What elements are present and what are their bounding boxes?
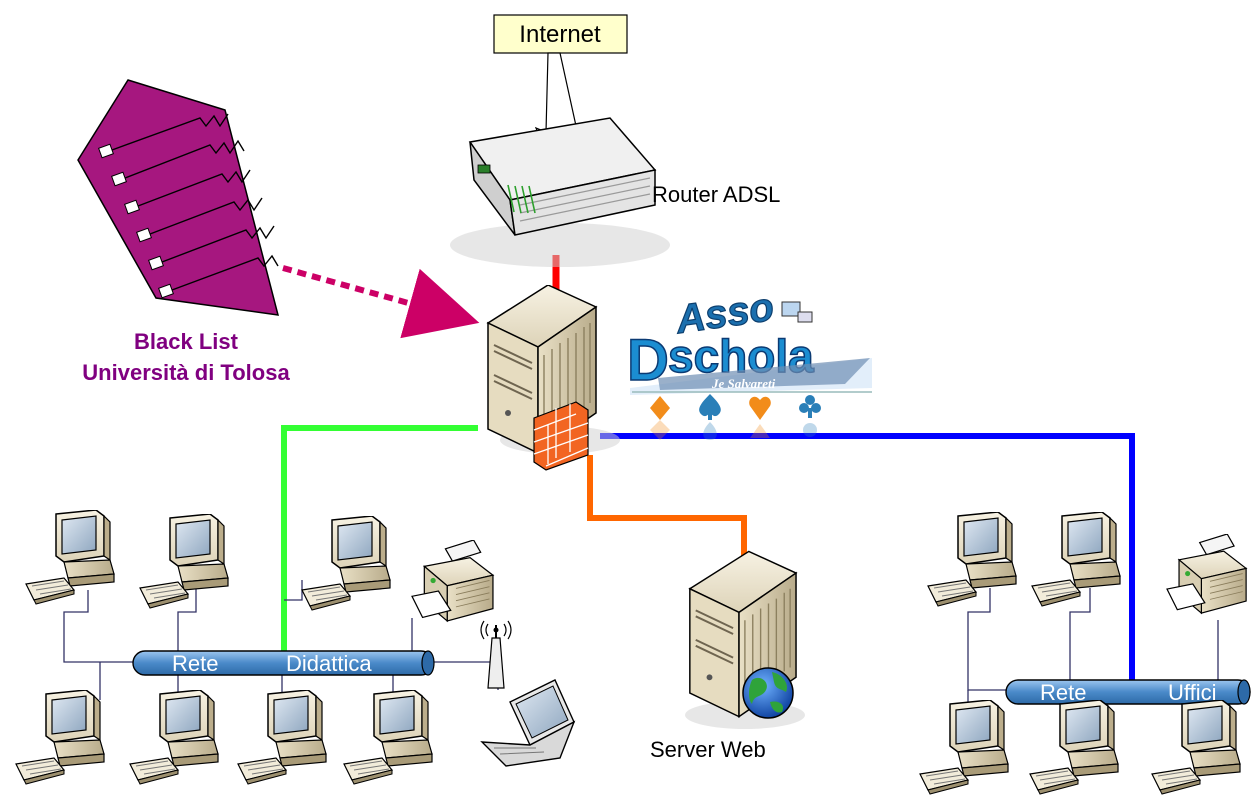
internet-callout: Internet [493, 14, 628, 191]
workstation-icon [237, 690, 327, 785]
blacklist-title: Black List [134, 329, 239, 354]
laptop-icon [480, 679, 576, 767]
workstation-icon [919, 700, 1009, 795]
printer-icon [411, 540, 494, 622]
firewall-bricks-icon [533, 401, 589, 471]
workstation-icon [1151, 700, 1241, 795]
bus-rete-uffici: Rete Uffici [1005, 679, 1251, 705]
workstation-icon [343, 690, 433, 785]
spade-suit-icon [699, 394, 721, 440]
blacklist-arrow [282, 265, 480, 339]
bus-didattica-label-a: Rete [172, 651, 218, 676]
workstation-icon [15, 690, 105, 785]
internet-label: Internet [519, 21, 601, 48]
assodschola-logo: Asso D schola Je Salvareti [626, 284, 872, 440]
link-didattica [281, 425, 478, 655]
workstation-icon [1031, 512, 1121, 607]
router-label: Router ADSL [652, 182, 780, 207]
printer-icon [1166, 534, 1247, 614]
link-webserver [587, 455, 747, 560]
workstation-icon [139, 514, 229, 609]
club-suit-icon [799, 395, 821, 437]
checklist-icon [77, 79, 280, 316]
globe-icon [742, 667, 794, 719]
router-icon [450, 117, 670, 267]
wireless-ap-icon [480, 620, 512, 689]
logo-computer-icon [781, 301, 813, 323]
link-uffici [600, 433, 1135, 690]
bus-rete-didattica: Rete Didattica [132, 650, 435, 676]
heart-suit-icon [749, 396, 771, 438]
workstation-icon [25, 510, 115, 605]
workstation-icon [1029, 700, 1119, 795]
bus-uffici-label-a: Rete [1040, 680, 1086, 705]
workstation-icon [129, 690, 219, 785]
server-web-label: Server Web [650, 737, 766, 762]
firewall-server-icon [487, 285, 620, 471]
bus-didattica-label-b: Didattica [286, 651, 372, 676]
workstation-icon [301, 516, 391, 611]
blacklist-subtitle: Università di Tolosa [82, 360, 290, 385]
logo-tagline: Je Salvareti [711, 376, 776, 391]
workstation-icon [927, 512, 1017, 607]
diamond-suit-icon [650, 396, 670, 420]
web-server-icon [685, 550, 805, 729]
